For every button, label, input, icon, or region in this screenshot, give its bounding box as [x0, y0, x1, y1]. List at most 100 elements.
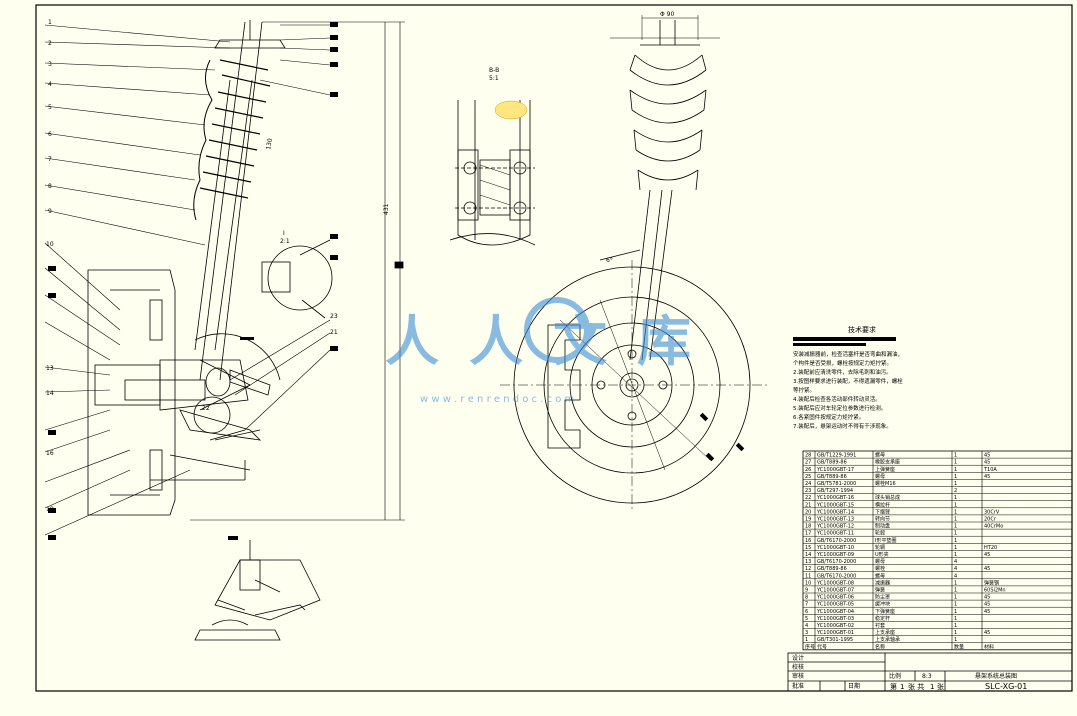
bom-cell-mat: 45 [984, 609, 990, 615]
bom-cell-qty: 4 [954, 559, 957, 565]
right-callouts: 23 22 21 [202, 313, 338, 412]
bom-cell-qty: 1 [954, 595, 957, 601]
watermark-logo-icon [524, 297, 590, 363]
drawing-number: SLC-XG-01 [985, 682, 1027, 691]
bom-cell-code: GB/T301-1995 [817, 637, 853, 643]
bom-cell-name: 橡胶支承座 [875, 459, 900, 466]
tech-req-line: 3.按图样要求进行装配，不得遗漏零件，螺栓 [793, 377, 903, 385]
bom-cell-no: 24 [805, 481, 811, 487]
watermark: 人人文库 w w w . r e n r e n d o c . c o m [385, 297, 721, 405]
section-label: B-B [489, 67, 499, 74]
bom-cell-qty: 1 [954, 616, 957, 622]
bom-cell-qty: 1 [954, 495, 957, 501]
bom-cell-mat: 45 [984, 566, 990, 572]
bom-cell-no: 14 [805, 552, 811, 558]
bom-cell-name: 轮毂 [875, 530, 885, 537]
callout-6: 6 [48, 131, 52, 138]
bom-cell-name: 横拉杆 [875, 501, 890, 508]
bom-cell-no: 3 [805, 630, 808, 636]
label-scale: 比例 [889, 672, 901, 680]
tech-req-line: 2.装配前应清洗零件，去除毛刺和油污。 [793, 368, 892, 376]
label-date: 日期 [848, 682, 860, 690]
bom-cell-no: 19 [805, 517, 811, 523]
callout-5: 5 [48, 104, 52, 111]
tech-req-line: 7.装配后，悬架运动时不得有干涉现象。 [793, 422, 892, 430]
bom-cell-qty: 1 [954, 623, 957, 629]
front-view [500, 15, 770, 510]
bom-cell-qty: 1 [954, 460, 957, 466]
bom-cell-name: 螺栓M16 [875, 480, 896, 487]
bom-cell-code: YC1000GBT-14 [816, 509, 854, 515]
bom-cell-mat: 40CrMo [984, 524, 1003, 530]
bom-cell-code: YC1000GBT-12 [816, 524, 854, 530]
bom-cell-code: GB/T889-86 [817, 566, 847, 572]
bom-cell-name: 上弹簧座 [875, 466, 895, 473]
callout-10: 10 [46, 241, 54, 248]
bom-cell-name: 衬套 [875, 622, 885, 629]
watermark-text: 人人文库 [385, 310, 721, 373]
bom-cell-code: GB/T889-86 [817, 474, 847, 480]
height-dimension: 431 [383, 203, 390, 215]
bom-cell-code: YC1000GBT-15 [816, 502, 854, 508]
bom-cell-code: YC1000GBT-09 [816, 552, 854, 558]
bom-cell-qty: 1 [954, 467, 957, 473]
left-callouts: 1 2 3 4 5 6 7 8 9 10 13 14 16 18 [46, 19, 54, 513]
bom-cell-name: 螺母 [875, 572, 885, 579]
title-block-text: 设计 校核 审核 批准 日期 比例 8:3 悬架系统总装图 SLC-XG-01 … [792, 654, 1027, 691]
bom-cell-name: 稳定杆 [875, 615, 890, 622]
bom-cell-no: 9 [805, 588, 808, 594]
bom-cell-code: YC1000GBT-10 [816, 545, 854, 551]
bom-cell-no: 23 [805, 488, 811, 494]
bom-cell-mat: 20Cr [984, 517, 997, 523]
bom-cell-no: 12 [805, 566, 811, 572]
bom-cell-name: I形平垫圈 [875, 537, 896, 544]
scale-value: 8:3 [922, 673, 932, 680]
bom-cell-no: 16 [805, 538, 811, 544]
callout-22: 22 [202, 405, 210, 412]
bom-cell-no: 8 [805, 595, 808, 601]
bom-cell-code: GB/T1229-1991 [817, 453, 856, 459]
bom-cell-name: 上支承座 [875, 629, 895, 636]
callout-21: 21 [330, 329, 338, 336]
bom-cell-name: 制动盘 [875, 523, 890, 530]
bom-cell-qty: 4 [954, 573, 957, 579]
bom-cell-name: 转向节 [875, 516, 890, 523]
bom-cell-mat: 45 [984, 460, 990, 466]
bom-cell-qty: 1 [954, 474, 957, 480]
highlight-mark [494, 100, 528, 120]
bom-cell-code: YC1000GBT-16 [816, 495, 854, 501]
callout-8: 8 [48, 183, 52, 190]
bom-cell-no: 20 [805, 509, 811, 515]
sheet-suffix: 张 [937, 682, 944, 691]
bom-cell-qty: 1 [954, 545, 957, 551]
detail-scale: 2:1 [280, 238, 290, 245]
bom-cell-qty: 2 [954, 488, 957, 494]
bom-cell-name: 螺母 [875, 452, 885, 459]
callout-23: 23 [330, 313, 338, 320]
bom-cell-mat: 60Si2Mn [984, 588, 1006, 594]
tech-req-line: 个构件是否受损，螺栓按规定力矩拧紧。 [793, 359, 892, 367]
bom-cell-qty: 1 [954, 637, 957, 643]
bom-cell-qty: 1 [954, 453, 957, 459]
right-callout-tags [48, 22, 338, 540]
bom-cell-name: 下弹簧座 [875, 608, 895, 615]
bom-cell-code: YC1000GBT-02 [816, 623, 854, 629]
bom-cell-name: 下摆臂 [875, 508, 890, 515]
bom-cell-no: 1 [805, 637, 808, 643]
section-bb-view [449, 100, 536, 246]
bom-cell-no: 10 [805, 580, 811, 586]
bom-cell-code: GB/T5781-2000 [817, 481, 856, 487]
spring-dimension: 130 [265, 138, 274, 151]
bom-cell-qty: 1 [954, 481, 957, 487]
sheet-total: 1 [930, 683, 934, 691]
bom-cell-mat: HT20 [984, 545, 997, 551]
bom-cell-code: GB/T6170-2000 [817, 559, 856, 565]
bom-cell-no: 21 [805, 502, 811, 508]
bom-cell-no: 26 [805, 467, 811, 473]
bom-cell-name: 上支承轴承 [875, 636, 900, 643]
section-scale: 5:1 [489, 75, 499, 82]
bom-cell-code: YC1000GBT-08 [816, 580, 854, 586]
bom-cell-no: 11 [805, 573, 811, 579]
bom-cell-qty: 1 [954, 502, 957, 508]
bom-cell-name: 轮辋 [875, 544, 885, 551]
